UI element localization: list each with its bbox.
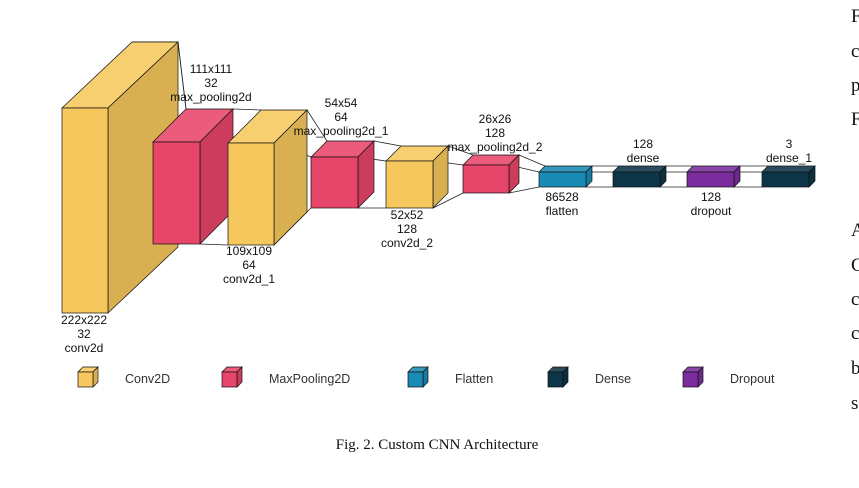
connector-line — [447, 145, 474, 156]
layer-label-dims: 52x52 — [391, 208, 424, 222]
layer-label-name: conv2d_2 — [381, 236, 433, 250]
legend-item-dense: Dense — [547, 366, 631, 388]
legend-swatch — [221, 371, 238, 388]
layer-top-face — [538, 165, 593, 173]
layer-label-channels: 64 — [334, 110, 348, 124]
layer-dense — [612, 165, 667, 188]
side-text-letter: F — [851, 6, 859, 27]
side-text-letter: C — [851, 255, 859, 276]
layer-label-channels: 64 — [242, 258, 256, 272]
side-text-letter: F — [851, 109, 859, 130]
layer-labels: 222x22232conv2d111x11132max_pooling2d109… — [61, 62, 812, 355]
layer-dropout — [686, 165, 741, 188]
layer-dense_1 — [761, 165, 816, 188]
layer-front-face — [61, 107, 109, 314]
legend-swatch — [407, 371, 424, 388]
connector-line — [373, 140, 402, 147]
legend-swatch — [547, 371, 564, 388]
layer-conv2d — [61, 41, 179, 314]
layer-label-channels: 32 — [77, 327, 91, 341]
layer-top-face — [761, 165, 816, 173]
legend-label: Flatten — [455, 372, 493, 386]
layer-label-dims: 128 — [633, 137, 653, 151]
layer-label-name: conv2d — [65, 341, 104, 355]
layer-label-channels: 128 — [485, 126, 505, 140]
connector-line — [518, 154, 546, 167]
layer-front-face — [612, 171, 661, 188]
layer-label-dims: 3 — [786, 137, 793, 151]
layer-conv2d_2 — [385, 145, 449, 209]
legend-item-conv2d: Conv2D — [77, 366, 170, 388]
layer-max_pooling2d_1 — [310, 140, 375, 209]
figure-caption: Fig. 2. Custom CNN Architecture — [336, 437, 539, 453]
side-text-letter: b — [851, 358, 859, 379]
layer-label-dims: 26x26 — [479, 112, 512, 126]
legend-swatch — [77, 371, 94, 388]
layer-top-face — [686, 165, 741, 173]
side-text-letter: c — [851, 41, 859, 62]
side-text-letter: c — [851, 323, 859, 344]
layer-flatten — [538, 165, 593, 188]
layer-conv2d_1 — [227, 109, 308, 246]
connector-line — [177, 41, 187, 110]
legend-label: Conv2D — [125, 372, 170, 386]
legend-item-dropout: Dropout — [682, 366, 775, 388]
layer-front-face — [538, 171, 587, 188]
layer-label-name: flatten — [546, 204, 579, 218]
layer-label-dims: 222x222 — [61, 313, 107, 327]
legend: Conv2D MaxPooling2D Flatten Dense Dropout — [77, 366, 775, 388]
layer-boxes — [61, 41, 816, 314]
connector-line — [199, 243, 229, 246]
layer-label-channels: 32 — [204, 76, 218, 90]
connector-line — [306, 109, 328, 142]
layer-label-name: dense_1 — [766, 151, 812, 165]
side-text-letter: c — [851, 289, 859, 310]
legend-label: Dropout — [730, 372, 775, 386]
layer-max_pooling2d — [152, 108, 234, 245]
layer-front-face — [686, 171, 735, 188]
legend-item-maxpooling2d: MaxPooling2D — [221, 366, 350, 388]
layer-label-name: max_pooling2d — [170, 90, 251, 104]
layer-label-dims: 109x109 — [226, 244, 272, 258]
layer-front-face — [462, 164, 510, 194]
layer-label-dims: 111x111 — [190, 62, 233, 76]
layer-label-channels: 128 — [397, 222, 417, 236]
layer-label-name: max_pooling2d_1 — [294, 124, 389, 138]
legend-label: MaxPooling2D — [269, 372, 350, 386]
connector-line — [232, 108, 262, 111]
layer-label-name: dropout — [691, 204, 732, 218]
layer-max_pooling2d_2 — [462, 154, 520, 194]
layer-label-name: dense — [627, 151, 660, 165]
layer-front-face — [227, 142, 275, 246]
side-text-letter: p — [851, 75, 859, 96]
layer-label-name: conv2d_1 — [223, 272, 275, 286]
layer-label-dims: 86528 — [545, 190, 579, 204]
legend-item-flatten: Flatten — [407, 366, 493, 388]
side-text-letter: A — [851, 220, 859, 241]
layer-label-name: max_pooling2d_2 — [448, 140, 543, 154]
layer-front-face — [385, 160, 434, 209]
legend-swatch — [682, 371, 699, 388]
layer-front-face — [152, 141, 201, 245]
layer-label-dims: 54x54 — [325, 96, 358, 110]
legend-label: Dense — [595, 372, 631, 386]
side-text-letter: s — [851, 393, 858, 414]
connector-line — [508, 186, 540, 194]
layer-front-face — [761, 171, 810, 188]
layer-top-face — [612, 165, 667, 173]
layer-front-face — [310, 156, 359, 209]
layer-label-dims: 128 — [701, 190, 721, 204]
connector-line — [432, 192, 464, 209]
